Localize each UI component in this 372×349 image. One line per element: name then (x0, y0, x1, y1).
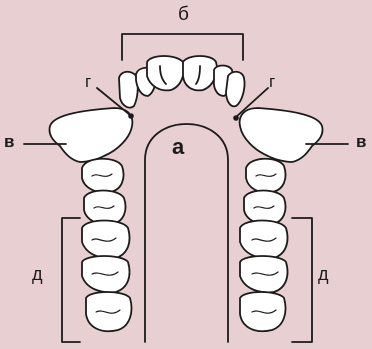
bracket-incisors (122, 34, 243, 60)
label-b: б (178, 5, 189, 24)
label-v-right: в (356, 133, 366, 150)
left-molar-5 (86, 292, 132, 331)
contact-dot-left (128, 113, 134, 119)
bracket-d-right (292, 218, 312, 342)
left-premolar (49, 108, 132, 162)
contact-dot-right (233, 115, 239, 121)
front-teeth (119, 56, 245, 108)
label-a: а (172, 136, 184, 158)
right-canine (226, 72, 245, 107)
label-d-right: д (318, 265, 329, 283)
bracket-d-left (62, 218, 80, 342)
right-premolar (240, 108, 323, 162)
label-g-left: г (85, 73, 91, 90)
label-d-left: д (32, 265, 43, 283)
left-molar-3 (82, 221, 130, 259)
right-molar-5 (240, 292, 286, 331)
left-canine (119, 72, 138, 108)
label-g-right: г (269, 73, 275, 90)
right-molar-3 (240, 221, 288, 259)
right-molars (240, 159, 288, 331)
left-central-incisor (147, 56, 184, 90)
palate-arch (145, 124, 228, 342)
left-molars (82, 159, 132, 331)
label-v-left: в (4, 133, 14, 150)
